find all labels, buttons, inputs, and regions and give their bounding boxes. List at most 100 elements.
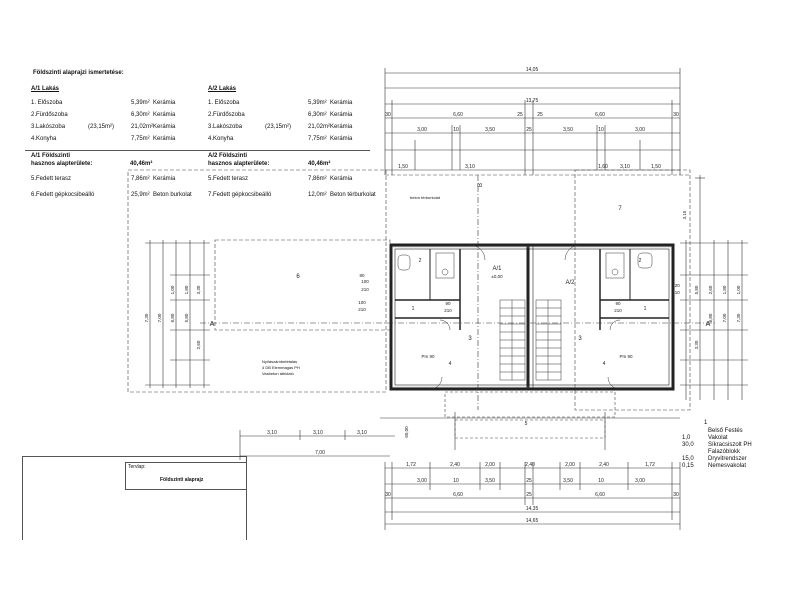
left-dimension-chains xyxy=(145,240,210,388)
dim-label: 14,05 xyxy=(526,67,539,73)
dim-label: 1,60 xyxy=(598,164,608,170)
dim-label: 3,30 xyxy=(694,340,699,349)
door-label: 80 xyxy=(359,273,365,278)
dim-label: 10 xyxy=(453,127,459,133)
extra-floor: Beton burkolat xyxy=(153,192,192,198)
dim-label: 2,00 xyxy=(565,462,575,468)
parapet-mark: Pm 90 xyxy=(421,354,435,359)
dim-label: 1,80 xyxy=(184,285,189,294)
a1-heading: A/1 Lakás xyxy=(31,86,60,92)
note-nyilaszaro-2: 4 DB Elemmagas PH xyxy=(262,365,300,370)
title-block-label: Tervlap: xyxy=(128,464,146,470)
room-floor: Kerámia xyxy=(153,124,176,130)
dim-label: 25 xyxy=(537,112,543,118)
door-label: 120 xyxy=(672,283,680,288)
dim-label: 13,75 xyxy=(526,98,539,104)
title-block-frame xyxy=(22,456,247,540)
room-floor: Kerámia xyxy=(153,136,176,142)
stairs xyxy=(499,299,562,381)
room-number: 2 xyxy=(639,258,642,264)
dim-label: 3,10 xyxy=(357,430,367,436)
level-mark: ±0,00 xyxy=(491,274,503,279)
dim-label: 7,00 xyxy=(157,313,162,322)
dim-label: 10 xyxy=(453,478,459,484)
bathroom-fixtures xyxy=(397,252,653,279)
wall-layer-name: Vakolat xyxy=(708,435,728,441)
dim-label: 25 xyxy=(526,478,532,484)
dim-label: 2,00 xyxy=(485,462,495,468)
room-name: 3.Lakószoba xyxy=(31,124,66,130)
unit-label-a2: A/2 xyxy=(565,280,575,286)
dim-label: 30 xyxy=(385,112,391,118)
dim-label: 3,10 xyxy=(620,164,630,170)
extra-area: 7,86m² xyxy=(308,176,327,182)
room-floor: Kerámia xyxy=(153,100,176,106)
carport-outlines xyxy=(127,169,691,411)
dim-label: 6,60 xyxy=(595,492,605,498)
dim-label: 3,50 xyxy=(485,127,495,133)
dim-label: 2,60 xyxy=(708,285,713,294)
section-mark-left: A xyxy=(210,321,215,328)
dim-label: 7,30 xyxy=(736,313,741,322)
note-nyilaszaro-3: Vasbeton áthidaló xyxy=(262,371,294,376)
extra-floor: Beton térburkolat xyxy=(330,192,376,198)
dim-label: 30 xyxy=(385,492,391,498)
door-label: 210 xyxy=(361,287,369,292)
room-floor: Kerámia xyxy=(330,100,353,106)
dim-label: 30 xyxy=(673,492,679,498)
wall-layer-thickness: 0,15 xyxy=(682,463,694,469)
door-label: 210 xyxy=(358,307,366,312)
wall-layer-name: Nemesvakolat xyxy=(708,463,747,469)
legend-title: Földszinti alaprajzi ismertetése: xyxy=(33,70,124,76)
dim-label: 1,00 xyxy=(736,285,741,294)
dim-label: 1,50 xyxy=(398,164,408,170)
a2-heading: A/2 Lakás xyxy=(208,86,237,92)
dim-label: 25 xyxy=(526,127,532,133)
dim-label: 2,40 xyxy=(525,462,535,468)
door-label: 210 xyxy=(444,308,452,313)
a1-total-value: 40,46m² xyxy=(130,161,153,167)
title-block-cell xyxy=(125,462,247,490)
extra-floor: Kerámia xyxy=(153,176,176,182)
room-area: 6,30m² xyxy=(308,112,327,118)
wall-layer-name: Falazóblokk xyxy=(708,449,741,455)
dim-label: 25 xyxy=(517,112,523,118)
dim-label: 7,30 xyxy=(144,313,149,322)
dim-label: 2,40 xyxy=(599,462,609,468)
door-label: 100 xyxy=(361,279,369,284)
wall-layer-name: Belső Festés xyxy=(708,428,743,434)
note-beton: beton térburkolat xyxy=(410,195,441,200)
dim-label: 6,60 xyxy=(453,112,463,118)
wall-layer-thickness: 1,0 xyxy=(682,435,691,441)
dim-label: 6,60 xyxy=(595,112,605,118)
room-number: 2 xyxy=(419,258,422,264)
room-floor: Kerámia xyxy=(330,112,353,118)
dim-label: 2,60 xyxy=(196,340,201,349)
parapet-mark: Pm 90 xyxy=(619,354,633,359)
extra-name: 6.Fedett gépkocsibeálló xyxy=(31,192,95,198)
door-label: 90 xyxy=(445,301,451,306)
dim-label: 1,00 xyxy=(170,285,175,294)
dim-label: 3,50 xyxy=(563,478,573,484)
dim-label: 3,00 xyxy=(417,127,427,133)
title-block-value: Földszinti alaprajz xyxy=(160,477,204,483)
room-number: 1 xyxy=(644,306,647,312)
a2-total-label-1: A/2 Földszinti xyxy=(208,153,247,159)
wall-layer-thickness: 30,0 xyxy=(682,442,694,448)
dim-label: 25 xyxy=(526,492,532,498)
room-number: 3 xyxy=(468,336,472,342)
dim-label: 6,80 xyxy=(708,313,713,322)
dim-label: 3,30 xyxy=(196,285,201,294)
room-area: 21,02m² xyxy=(308,124,331,130)
dim-label: 1,50 xyxy=(651,164,661,170)
wall-hatch xyxy=(392,246,672,388)
right-dimension-chains xyxy=(680,175,748,400)
room-name: 3.Lakószoba xyxy=(208,124,243,130)
extra-area: 12,0m² xyxy=(308,192,327,198)
extra-area: 7,86m² xyxy=(131,176,150,182)
section-mark-b: B xyxy=(478,183,484,187)
room-extra-area: (23,15m²) xyxy=(265,124,292,130)
door-label: 210 xyxy=(672,290,680,295)
dim-label: 14,35 xyxy=(526,506,539,512)
dim-label: 10 xyxy=(598,478,604,484)
